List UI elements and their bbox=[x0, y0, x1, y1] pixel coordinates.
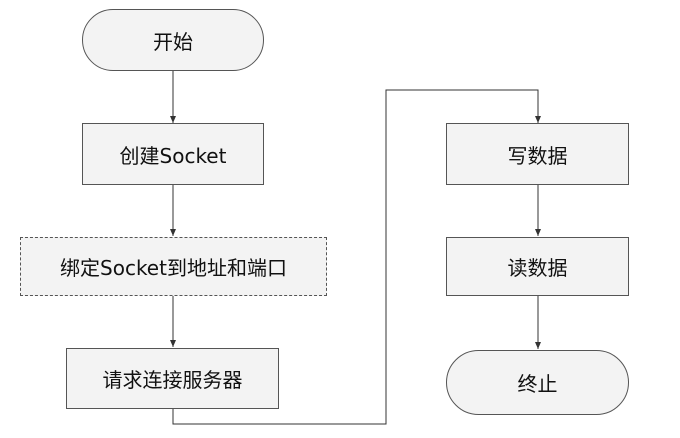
read-data-step: 读数据 bbox=[446, 237, 629, 296]
end-terminal: 终止 bbox=[446, 350, 629, 415]
start-terminal: 开始 bbox=[82, 9, 264, 71]
create-socket-step: 创建Socket bbox=[82, 123, 264, 185]
bind-socket-step: 绑定Socket到地址和端口 bbox=[20, 237, 327, 296]
write-data-step: 写数据 bbox=[446, 123, 629, 185]
arrow-request-to-write bbox=[172, 89, 541, 425]
request-connection-step: 请求连接服务器 bbox=[66, 348, 279, 409]
